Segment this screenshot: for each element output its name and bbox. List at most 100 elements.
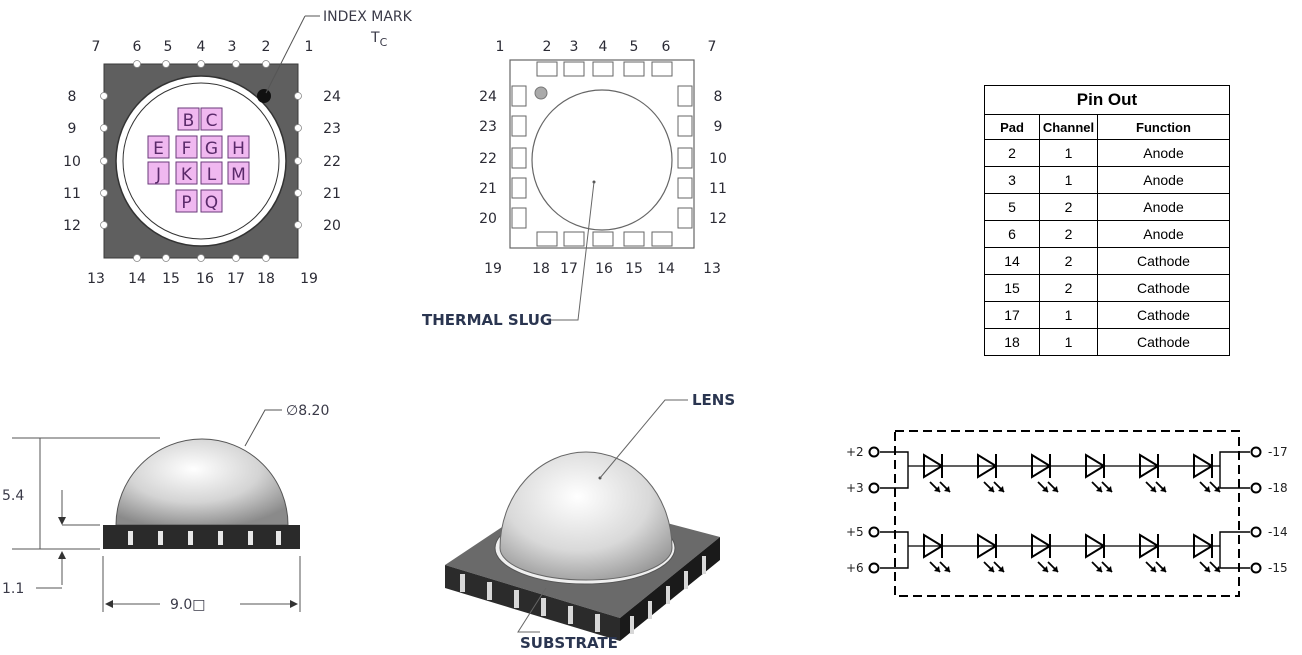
emitter-cell-label: Q	[205, 193, 218, 213]
pad	[511, 147, 527, 169]
pin-number: 13	[87, 271, 105, 287]
pin-number: 22	[479, 151, 497, 167]
table-cell: 1	[1039, 301, 1098, 329]
pin1-marker	[534, 86, 548, 100]
lens-label: LENS	[692, 391, 735, 409]
emitter-cell	[227, 161, 250, 185]
pad	[563, 61, 585, 77]
lens-inner-ring	[122, 82, 280, 240]
lens-leader	[599, 399, 688, 479]
pin-number: 1	[496, 39, 505, 55]
iso-pad	[684, 571, 688, 589]
anode-terminal-label: +2	[846, 445, 864, 459]
pin-number: 3	[570, 39, 579, 55]
iso-pad	[595, 614, 600, 632]
pin-number: 18	[257, 271, 275, 287]
width-label: 9.0□	[170, 597, 206, 613]
led-diode	[1031, 533, 1059, 573]
pin-number: 5	[164, 39, 173, 55]
table-cell: 2	[1039, 274, 1098, 302]
pad	[511, 115, 527, 137]
terminal	[1250, 482, 1262, 494]
thermal-slug-leader	[548, 181, 595, 321]
terminal	[868, 482, 880, 494]
table-cell: 15	[984, 274, 1040, 302]
pin-number: 17	[227, 271, 245, 287]
pin-number: 12	[63, 218, 81, 234]
pin-number: 2	[543, 39, 552, 55]
pin-number: 22	[323, 154, 341, 170]
emitter-cell-label: K	[181, 165, 193, 185]
emitter-cell-label: E	[153, 139, 164, 159]
pin-out-title: Pin Out	[984, 85, 1230, 115]
led-diode	[1085, 533, 1113, 573]
side-pad	[128, 531, 133, 545]
led-diode	[1031, 453, 1059, 493]
terminal	[868, 446, 880, 458]
iso-dome	[499, 451, 673, 581]
pad	[536, 231, 558, 247]
iso-pad	[541, 598, 546, 616]
pad	[592, 61, 614, 77]
pin-number: 11	[709, 181, 727, 197]
emitter-cell	[200, 107, 223, 131]
pin-number: 16	[196, 271, 214, 287]
led-diode	[1193, 453, 1221, 493]
emitter-cell-label: H	[232, 139, 245, 159]
pad	[677, 147, 693, 169]
pin-number: 8	[714, 89, 723, 105]
pin-number: 19	[484, 261, 502, 277]
iso-pad	[514, 590, 519, 608]
iso-pad	[702, 556, 706, 574]
diameter-leader	[244, 409, 282, 447]
pin-number: 9	[714, 119, 723, 135]
emitter-cell	[177, 107, 200, 131]
pin-number: 17	[560, 261, 578, 277]
iso-pad	[568, 606, 573, 624]
side-pad	[188, 531, 193, 545]
iso-pad	[487, 582, 492, 600]
pad	[536, 61, 558, 77]
pad	[623, 231, 645, 247]
table-cell: Anode	[1097, 139, 1230, 167]
pin-number: 15	[625, 261, 643, 277]
terminal	[868, 526, 880, 538]
side-pad	[158, 531, 163, 545]
side-dome	[115, 438, 289, 526]
emitter-cell-label: G	[205, 139, 218, 159]
pad	[677, 115, 693, 137]
cathode-terminal-label: -15	[1268, 561, 1288, 575]
emitter-cell	[175, 135, 198, 159]
lens-outline	[115, 75, 287, 247]
base-label: 1.1	[2, 581, 24, 597]
anode-terminal-label: +3	[846, 481, 864, 495]
table-cell: 17	[984, 301, 1040, 329]
pin-number: 5	[630, 39, 639, 55]
led-diode	[1085, 453, 1113, 493]
pad	[677, 207, 693, 229]
emitter-cell-label: J	[155, 165, 161, 185]
led-diode	[1139, 533, 1167, 573]
pad	[511, 85, 527, 107]
emitter-cell	[200, 135, 223, 159]
pin-number: 13	[703, 261, 721, 277]
emitter-cell	[175, 161, 198, 185]
substrate-label: SUBSTRATE	[520, 634, 618, 652]
table-cell: 2	[1039, 220, 1098, 248]
iso-pad	[666, 586, 670, 604]
table-cell: 1	[1039, 166, 1098, 194]
pad	[592, 231, 614, 247]
cathode-terminal-label: -17	[1268, 445, 1288, 459]
pin-number: 7	[92, 39, 101, 55]
led-diode	[1139, 453, 1167, 493]
emitter-cell	[175, 189, 198, 213]
pin-number: 16	[595, 261, 613, 277]
tc-label: TC	[370, 30, 388, 49]
